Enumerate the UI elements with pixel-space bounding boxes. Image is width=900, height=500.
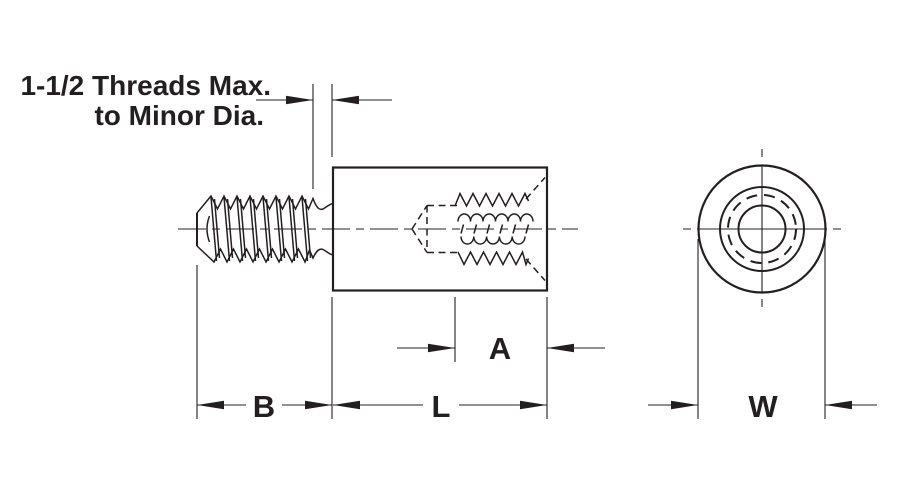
entry-chamfer-hidden: [525, 177, 546, 281]
dimension-w: W: [648, 389, 877, 424]
arrowhead: [825, 400, 852, 410]
arrowhead: [333, 400, 360, 410]
dim-label-a: A: [489, 331, 511, 366]
arrowhead: [428, 343, 455, 353]
dimension-annotations: 1-1/2 Threads Max. to Minor Dia. A B L: [20, 70, 877, 424]
dim-label-w: W: [748, 389, 778, 424]
dimension-b: B: [197, 389, 332, 424]
arrowhead: [305, 400, 332, 410]
side-view: [178, 166, 578, 292]
drill-point-hidden: [411, 205, 428, 253]
pilot-hole-hidden: [427, 204, 457, 254]
arrowhead: [286, 95, 313, 105]
arrowhead: [547, 343, 574, 353]
dimension-a: A: [397, 331, 605, 366]
standoff-body: [331, 166, 549, 292]
dim-label-l: L: [432, 389, 451, 424]
arrowhead: [671, 400, 698, 410]
thread-note-dimension: 1-1/2 Threads Max. to Minor Dia.: [20, 70, 392, 131]
dimension-l: L: [333, 389, 547, 424]
internal-thread: [411, 177, 546, 281]
arrowhead: [520, 400, 547, 410]
external-thread: [196, 194, 334, 264]
dim-label-b: B: [253, 389, 275, 424]
arrowhead: [197, 400, 224, 410]
thread-note-line2: to Minor Dia.: [94, 100, 264, 131]
end-view: [683, 149, 841, 307]
extension-lines: [196, 84, 826, 419]
arrowhead: [332, 95, 359, 105]
thread-note-line1: 1-1/2 Threads Max.: [20, 70, 271, 101]
